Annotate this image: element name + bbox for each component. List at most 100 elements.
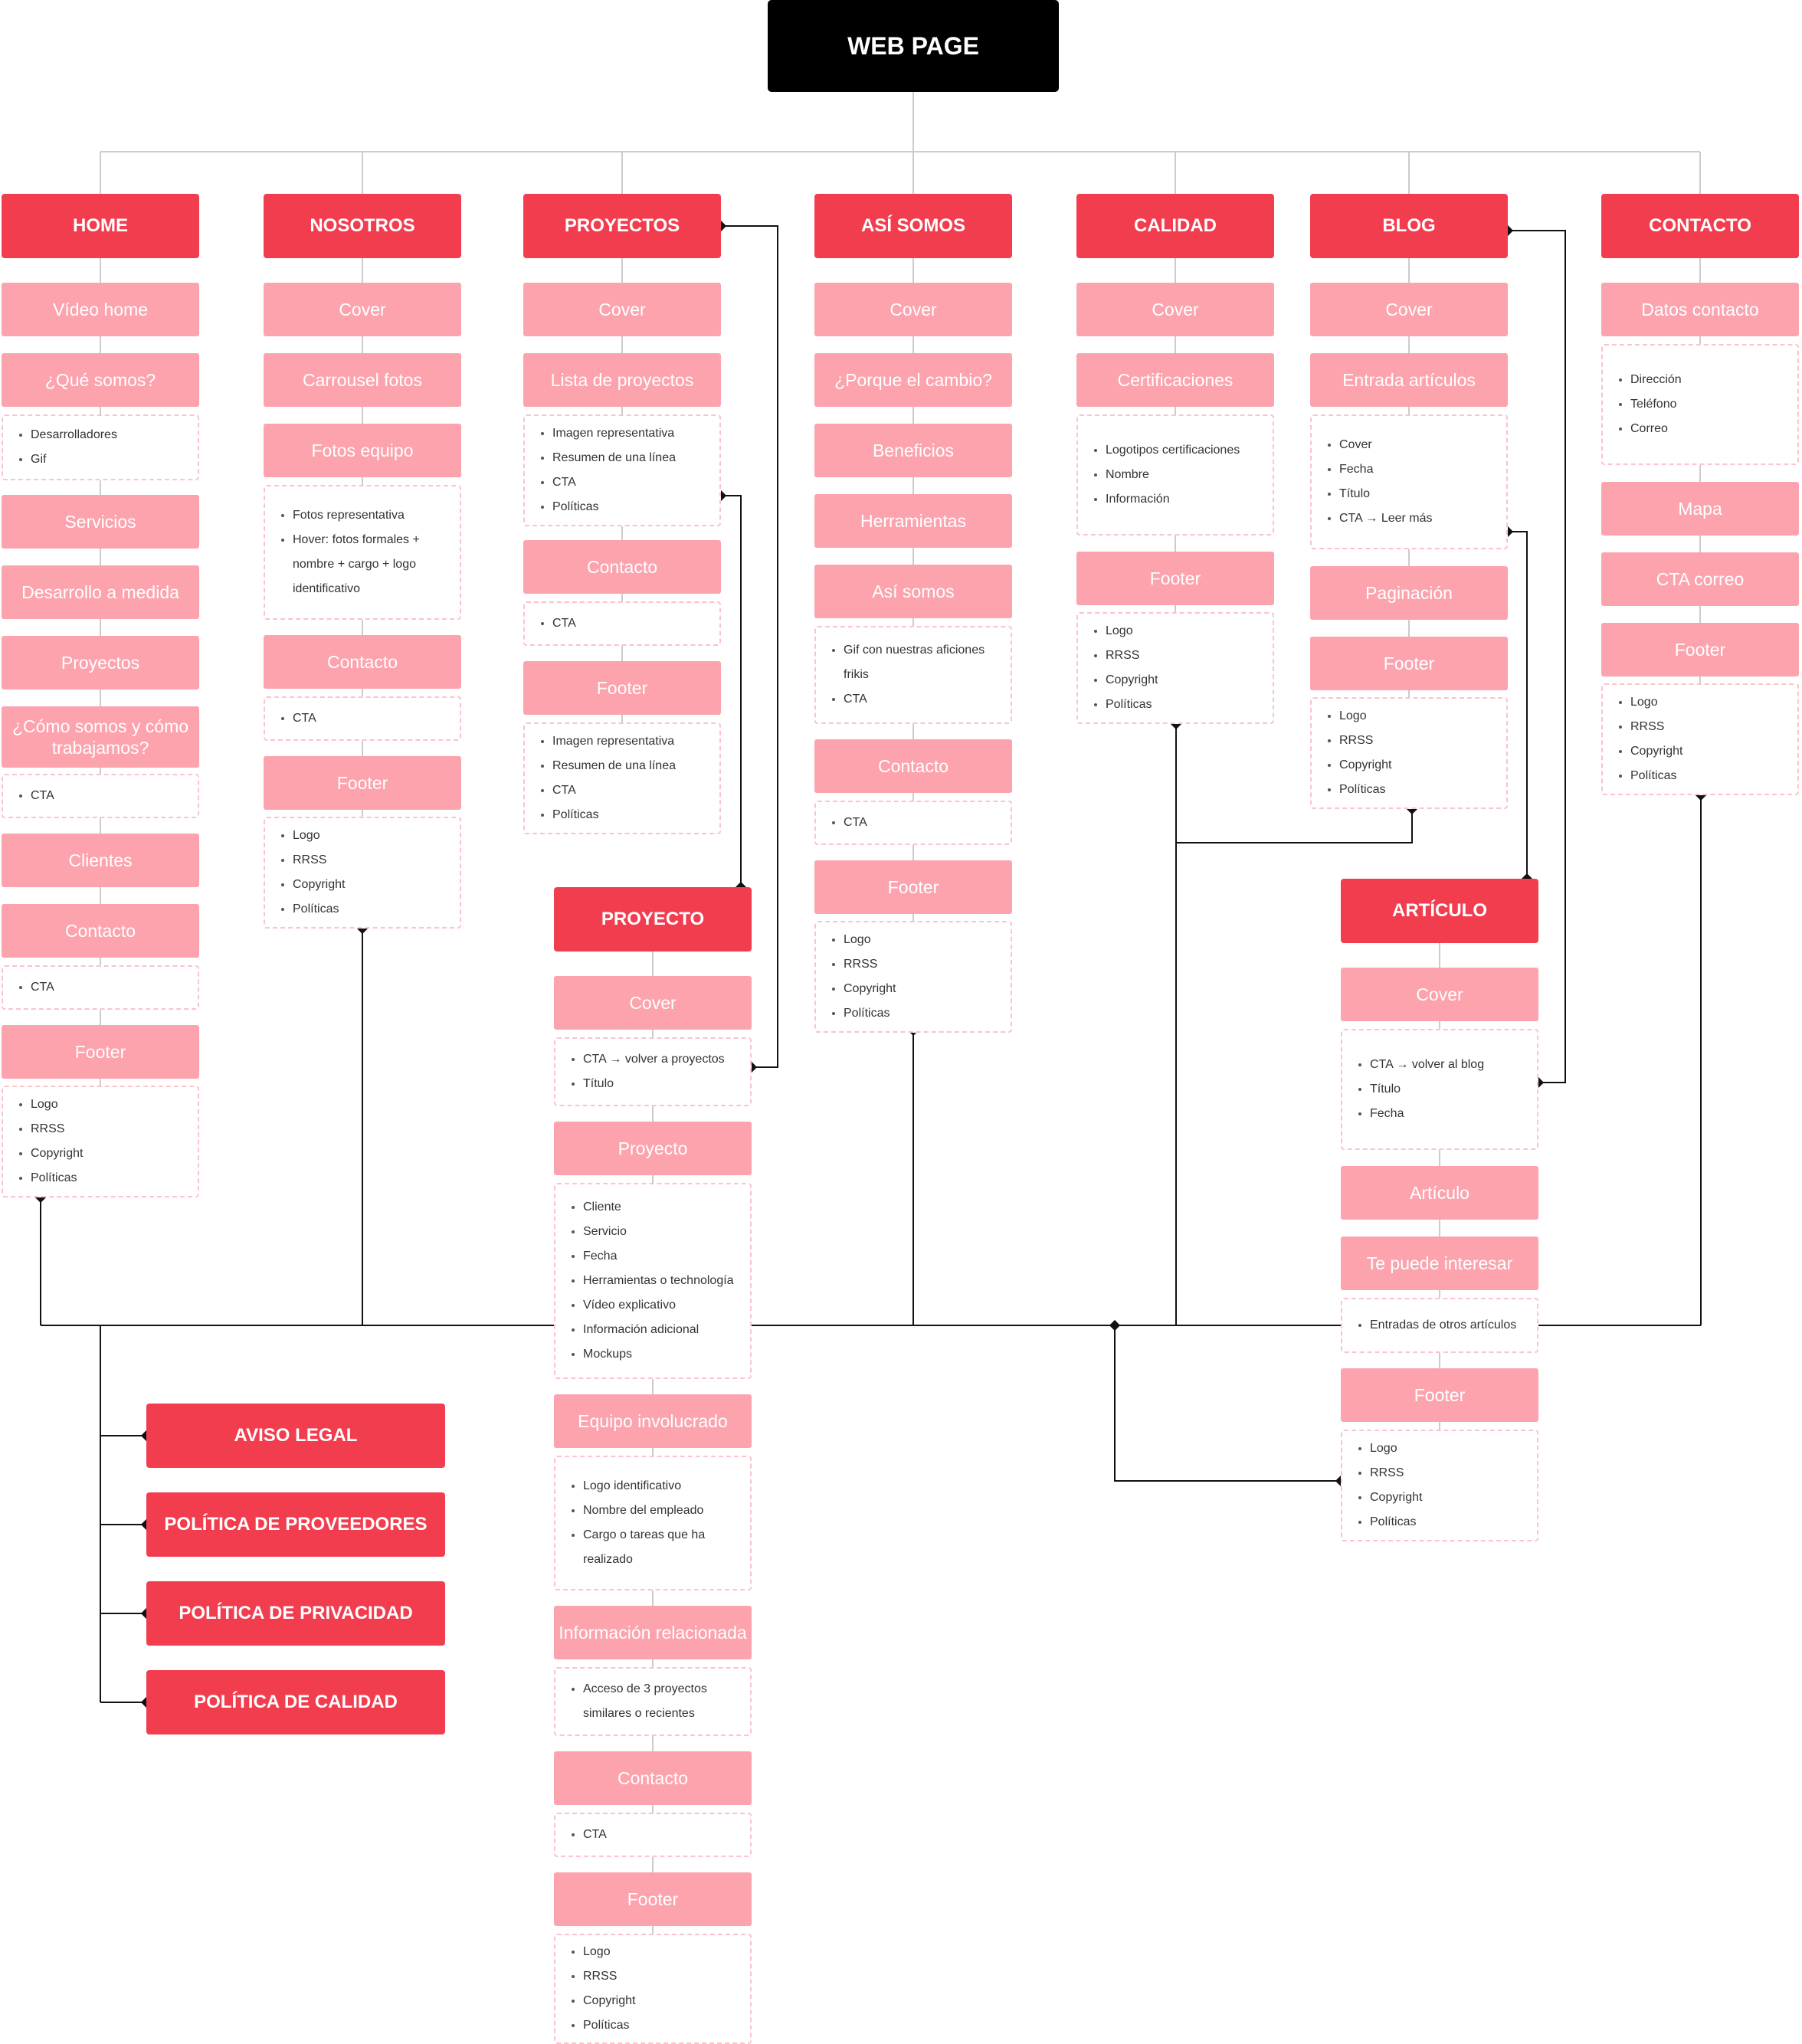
proy-page-node: PROYECTOS [523, 194, 721, 258]
list-item: RRSS [1339, 729, 1391, 753]
list-item: RRSS [1370, 1461, 1422, 1486]
cont-footer-section-node: Footer [1601, 623, 1799, 676]
list-item: RRSS [1630, 715, 1682, 739]
bullet-list: CTA → volver al blogTítuloFecha [1358, 1053, 1484, 1126]
node-label: Footer [596, 678, 648, 698]
link-entrada-to-articulo [1508, 531, 1528, 879]
list-item: CTA [844, 811, 867, 835]
node-label: POLÍTICA DE PROVEEDORES [164, 1514, 428, 1535]
list-item: Fecha [583, 1244, 734, 1269]
cont-footer-list-list: LogoRRSSCopyrightPolíticas [1601, 683, 1799, 795]
node-label: Entrada artículos [1342, 370, 1476, 390]
list-item: Nombre [1106, 463, 1240, 487]
list-item: CTA [293, 706, 316, 731]
bullet-list: CTA [18, 784, 54, 808]
nos-page-node: NOSOTROS [264, 194, 461, 258]
py-equipo-section-node: Equipo involucrado [554, 1394, 752, 1448]
home-que-list-list: DesarrolladoresGif [2, 414, 199, 480]
art-cover-section-node: Cover [1341, 968, 1538, 1021]
list-item: RRSS [31, 1117, 83, 1142]
list-item: Fecha [1370, 1102, 1484, 1126]
list-item: Fecha [1339, 457, 1433, 482]
proy-footer-list-list: Imagen representativaResumen de una líne… [523, 722, 721, 834]
list-item: Logotipos certificaciones [1106, 438, 1240, 463]
legal-cal-page-node: POLÍTICA DE CALIDAD [146, 1670, 445, 1734]
bullet-list: LogoRRSSCopyrightPolíticas [280, 824, 345, 922]
py-footer-list-list: LogoRRSSCopyrightPolíticas [554, 1934, 752, 2044]
cal-cert-section-node: Certificaciones [1076, 353, 1274, 407]
bullet-list: Imagen representativaResumen de una líne… [540, 729, 676, 827]
bullet-list: Entradas de otros artículos [1358, 1313, 1516, 1338]
node-label: Fotos equipo [311, 441, 414, 460]
node-label: Footer [1383, 653, 1435, 673]
nos-fotos-section-node: Fotos equipo [264, 424, 461, 477]
list-item: Vídeo explicativo [583, 1293, 734, 1318]
list-item: Políticas [1339, 778, 1391, 802]
node-label: Footer [336, 773, 388, 793]
list-item: Acceso de 3 proyectos similares o recien… [583, 1677, 744, 1726]
py-footer-section-node: Footer [554, 1872, 752, 1926]
list-item: Copyright [1370, 1486, 1422, 1510]
list-item: Políticas [1370, 1510, 1422, 1535]
bullet-list: LogoRRSSCopyrightPolíticas [18, 1092, 83, 1191]
asi-contacto-section-node: Contacto [814, 739, 1012, 793]
bullet-list: CTA [540, 611, 576, 636]
node-label: Footer [74, 1042, 126, 1062]
asi-footer-section-node: Footer [814, 860, 1012, 914]
list-item: Título [1370, 1077, 1484, 1102]
cont-datos-section-node: Datos contacto [1601, 283, 1799, 336]
node-label: Desarrollo a medida [21, 582, 179, 602]
link-blog-to-articulo [1508, 230, 1566, 1083]
node-label: Lista de proyectos [550, 370, 694, 390]
bullet-list: LogoRRSSCopyrightPolíticas [571, 1940, 635, 2038]
list-item: Logo [583, 1940, 635, 1964]
cal-footer-list-list: LogoRRSSCopyrightPolíticas [1076, 612, 1274, 724]
node-label: Equipo involucrado [578, 1411, 728, 1431]
list-item: Copyright [31, 1142, 83, 1166]
list-item: CTA [844, 687, 1004, 712]
node-label: Contacto [64, 921, 136, 941]
list-item: Información [1106, 487, 1240, 512]
list-item: Información adicional [583, 1318, 734, 1342]
node-label: Clientes [68, 850, 133, 870]
node-label: Datos contacto [1641, 300, 1759, 319]
asi-porque-section-node: ¿Porque el cambio? [814, 353, 1012, 407]
list-item: Nombre del empleado [583, 1499, 744, 1523]
list-item: Cover [1339, 433, 1433, 457]
list-item: CTA → volver al blog [1370, 1053, 1484, 1077]
list-item: CTA → volver a proyectos [583, 1047, 725, 1072]
list-item: Políticas [552, 803, 676, 827]
py-proyecto-list-list: ClienteServicioFechaHerramientas o techn… [554, 1183, 752, 1379]
list-item: Copyright [1106, 668, 1158, 693]
home-como-section-node: ¿Cómo somos y cómo trabajamos? [2, 706, 199, 768]
list-item: Logo [1370, 1436, 1422, 1461]
list-item: RRSS [293, 848, 345, 873]
list-item: Logo [293, 824, 345, 848]
asi-contacto-list-list: CTA [814, 801, 1012, 845]
node-label: Cover [1416, 984, 1463, 1004]
art-page-node: ARTÍCULO [1341, 879, 1538, 943]
list-item: CTA [583, 1823, 607, 1847]
list-item: Hover: fotos formales + nombre + cargo +… [293, 528, 454, 601]
list-item: Copyright [844, 977, 896, 1001]
node-label: Cover [1385, 300, 1433, 319]
node-label: AVISO LEGAL [234, 1425, 358, 1446]
list-item: Logo [31, 1092, 83, 1117]
node-label: Contacto [586, 557, 658, 577]
node-label: HOME [73, 215, 128, 236]
bullet-list: LogoRRSSCopyrightPolíticas [1618, 690, 1682, 788]
bullet-list: CTA [831, 811, 867, 835]
node-label: Proyecto [618, 1138, 688, 1158]
list-item: Políticas [552, 495, 676, 519]
art-articulo-section-node: Artículo [1341, 1166, 1538, 1220]
bullet-list: LogoRRSSCopyrightPolíticas [1358, 1436, 1422, 1535]
py-proyecto-section-node: Proyecto [554, 1122, 752, 1175]
bullet-list: Gif con nuestras aficiones frikisCTA [831, 638, 1004, 712]
node-label: CONTACTO [1649, 215, 1751, 236]
asi-cover-section-node: Cover [814, 283, 1012, 336]
list-item: Resumen de una línea [552, 754, 676, 778]
home-page-node: HOME [2, 194, 199, 258]
proy-lista-list-list: Imagen representativaResumen de una líne… [523, 414, 721, 526]
nos-footer-section-node: Footer [264, 756, 461, 810]
node-label: Certificaciones [1117, 370, 1234, 390]
